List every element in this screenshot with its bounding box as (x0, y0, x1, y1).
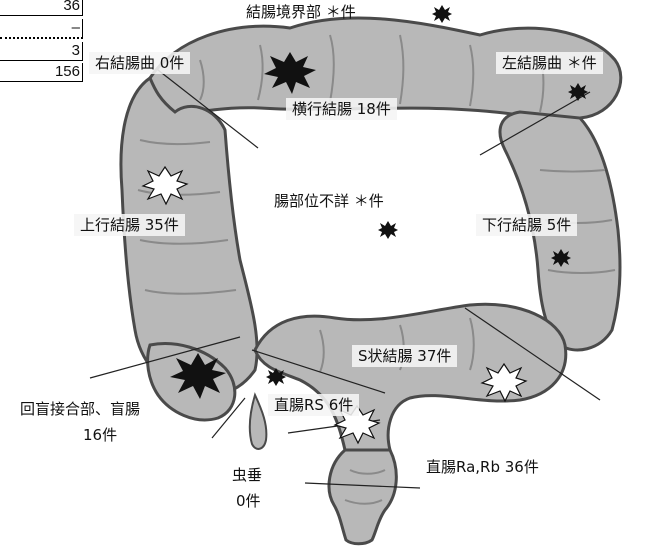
boundary-line (304, 482, 421, 489)
label-ascending: 上行結腸 35件 (74, 214, 185, 236)
table-cell: – (0, 19, 83, 39)
label-transverse: 横行結腸 18件 (286, 98, 397, 120)
boundary-line (464, 307, 601, 401)
boundary-line (89, 336, 241, 379)
rectum (327, 448, 398, 546)
label-rectum-rarb: 直腸Ra,Rb 36件 (426, 458, 539, 476)
label-descending: 下行結腸 5件 (476, 214, 578, 236)
table-cell: 3 (0, 42, 83, 61)
label-appendix-count: 0件 (236, 492, 261, 510)
transverse-colon (144, 16, 623, 120)
label-ileocecal: 回盲接合部、盲腸 (20, 400, 141, 418)
marker-unknown-small (378, 221, 398, 239)
table-cell: 156 (0, 63, 83, 82)
marker-ascending-outline (141, 165, 189, 206)
label-ileocecal-count: 16件 (83, 426, 118, 444)
marker-rs-small (266, 368, 286, 386)
table-cell: 36 (0, 0, 83, 16)
ascending-colon (119, 75, 259, 398)
boundary-line (479, 91, 591, 156)
marker-border-small (432, 5, 452, 23)
markers (141, 5, 588, 445)
marker-ileocecal-large (170, 353, 226, 399)
label-rectum-rs: 直腸RS 6件 (268, 394, 360, 416)
label-right-flexure: 右結腸曲 0件 (89, 52, 191, 74)
label-border: 結腸境界部 ＊件 (246, 3, 356, 21)
sigmoid-colon (253, 302, 568, 452)
label-sigmoid: S状結腸 37件 (352, 345, 458, 367)
appendix (248, 392, 268, 450)
boundary-line (211, 397, 246, 439)
label-appendix: 虫垂 (232, 466, 263, 484)
label-unknown: 腸部位不詳 ＊件 (274, 192, 384, 210)
colon-shape (119, 16, 623, 546)
boundary-line (251, 349, 386, 394)
label-left-flexure: 左結腸曲 ＊件 (496, 52, 603, 74)
boundary-lines (89, 69, 601, 489)
marker-left-flexure-small (568, 83, 588, 101)
marker-descending-small (551, 249, 571, 267)
marker-sigmoid-outline (480, 362, 528, 403)
boundary-line (157, 69, 259, 149)
marker-transverse-large (264, 52, 316, 94)
